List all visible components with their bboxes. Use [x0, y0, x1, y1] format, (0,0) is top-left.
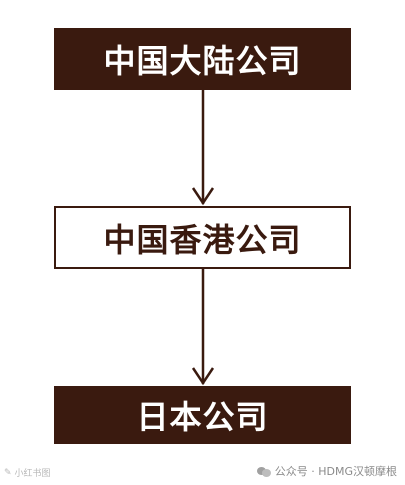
node-label: 日本公司: [136, 398, 269, 436]
watermark-right: 公众号 · HDMG汉顿摩根: [256, 463, 397, 479]
xiaohongshu-icon: ✎: [4, 467, 12, 478]
node-mainland-china-company: 中国大陆公司: [54, 28, 351, 90]
arrow-mid-to-bot: [191, 269, 215, 386]
node-hong-kong-company: 中国香港公司: [54, 206, 351, 269]
watermark-right-text: 公众号 · HDMG汉顿摩根: [274, 465, 397, 478]
watermark-left: ✎ 小红书图: [4, 466, 51, 480]
node-japan-company: 日本公司: [54, 386, 351, 444]
node-label: 中国大陆公司: [103, 42, 302, 80]
arrow-top-to-mid: [191, 90, 215, 206]
watermark-left-text: 小红书图: [14, 469, 51, 479]
node-label: 中国香港公司: [103, 220, 302, 259]
wechat-icon: [256, 466, 271, 477]
